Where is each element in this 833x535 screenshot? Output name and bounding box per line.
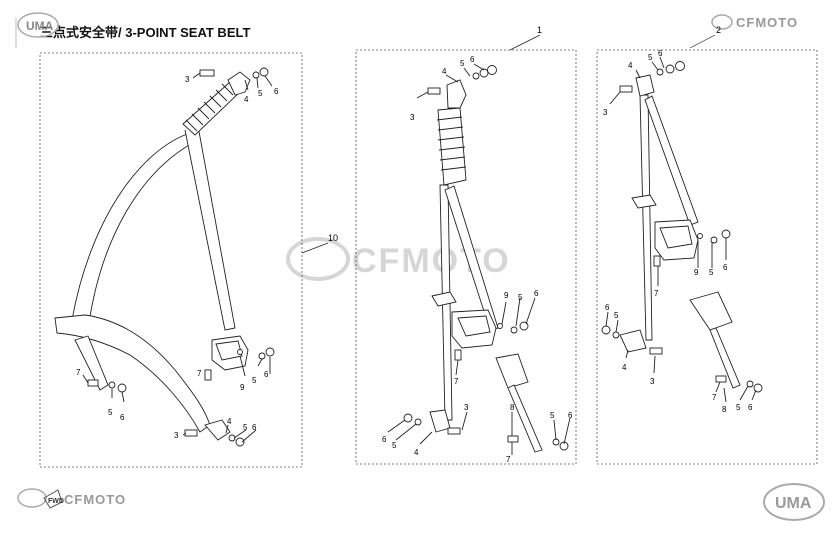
part-callout: 7 xyxy=(506,455,511,464)
uma-logo-text-bottom: UMA xyxy=(775,495,812,512)
part-callout: 5 xyxy=(614,311,619,320)
right-callouts: 6 5 4 3 9 5 6 7 6 5 4 3 7 8 5 6 xyxy=(603,49,753,414)
fwd-label: FWD xyxy=(48,498,64,505)
cfmoto-text-bottom: CFMOTO xyxy=(64,492,126,507)
part-callout: 6 xyxy=(120,413,125,422)
part-callout: 5 xyxy=(550,411,555,420)
part-callout: 7 xyxy=(76,368,81,377)
part-callout: 6 xyxy=(252,423,257,432)
callout-assembly-10: 10 xyxy=(328,233,338,243)
middle-seat-belt xyxy=(387,63,571,455)
part-callout: 6 xyxy=(274,87,279,96)
watermark-text: CFMOTO xyxy=(352,242,511,280)
part-callout: 6 xyxy=(658,49,663,58)
part-callout: 6 xyxy=(470,55,475,64)
cfmoto-logo-top-right: CFMOTO xyxy=(711,14,798,30)
part-callout: 4 xyxy=(227,417,232,426)
part-callout: 9 xyxy=(504,291,509,300)
uma-logo-bottom-right: UMA xyxy=(763,483,825,521)
part-callout: 5 xyxy=(243,423,248,432)
part-callout: 3 xyxy=(464,403,469,412)
part-callout: 3 xyxy=(603,108,608,117)
part-callout: 9 xyxy=(240,383,245,392)
left-seat-belt xyxy=(54,67,275,447)
uma-logo-top-left: UMA xyxy=(17,12,59,38)
uma-logo-text: UMA xyxy=(26,19,54,33)
part-callout: 4 xyxy=(442,67,447,76)
part-callout: 7 xyxy=(454,377,459,386)
part-callout: 6 xyxy=(723,263,728,272)
part-callout: 5 xyxy=(648,53,653,62)
part-callout: 9 xyxy=(694,268,699,277)
page-title: 三点式安全带/ 3-POINT SEAT BELT xyxy=(40,25,251,40)
right-seat-belt xyxy=(601,56,763,403)
part-callout: 5 xyxy=(392,441,397,450)
callout-assembly-2: 2 xyxy=(716,25,721,35)
part-callout: 5 xyxy=(518,293,523,302)
middle-bellows xyxy=(436,107,467,186)
part-callout: 4 xyxy=(622,363,627,372)
part-callout: 7 xyxy=(197,369,202,378)
part-callout: 8 xyxy=(722,405,727,414)
cfmoto-watermark: CFMOTO xyxy=(286,237,511,281)
part-callout: 5 xyxy=(736,403,741,412)
panel-left xyxy=(39,52,303,468)
fwd-cfmoto-logo-bottom-left: FWD CFMOTO xyxy=(17,488,126,509)
callout-assembly-1: 1 xyxy=(537,25,542,35)
part-callout: 5 xyxy=(108,408,113,417)
part-callout: 5 xyxy=(709,268,714,277)
left-callouts: 3 4 5 6 7 9 5 6 7 5 6 3 4 5 6 xyxy=(76,75,279,440)
part-callout: 3 xyxy=(174,431,179,440)
part-callout: 5 xyxy=(258,89,263,98)
cfmoto-text-top: CFMOTO xyxy=(736,15,798,30)
part-callout: 6 xyxy=(382,435,387,444)
part-callout: 6 xyxy=(748,403,753,412)
part-callout: 7 xyxy=(654,289,659,298)
part-callout: 6 xyxy=(264,370,269,379)
part-callout: 5 xyxy=(252,376,257,385)
part-callout: 3 xyxy=(410,113,415,122)
part-callout: 4 xyxy=(628,61,633,70)
part-callout: 3 xyxy=(650,377,655,386)
part-callout: 4 xyxy=(414,448,419,457)
part-callout: 5 xyxy=(460,59,465,68)
part-callout: 7 xyxy=(712,393,717,402)
middle-callouts: 4 5 6 3 9 6 5 7 6 5 4 3 8 7 5 6 xyxy=(382,55,573,464)
panel-right xyxy=(596,49,818,465)
part-callout: 6 xyxy=(605,303,610,312)
part-callout: 6 xyxy=(568,411,573,420)
assembly-leaders xyxy=(301,34,716,254)
part-callout: 3 xyxy=(185,75,190,84)
part-callout: 8 xyxy=(510,403,515,412)
panel-middle xyxy=(355,49,577,465)
part-callout: 6 xyxy=(534,289,539,298)
part-callout: 4 xyxy=(244,95,249,104)
